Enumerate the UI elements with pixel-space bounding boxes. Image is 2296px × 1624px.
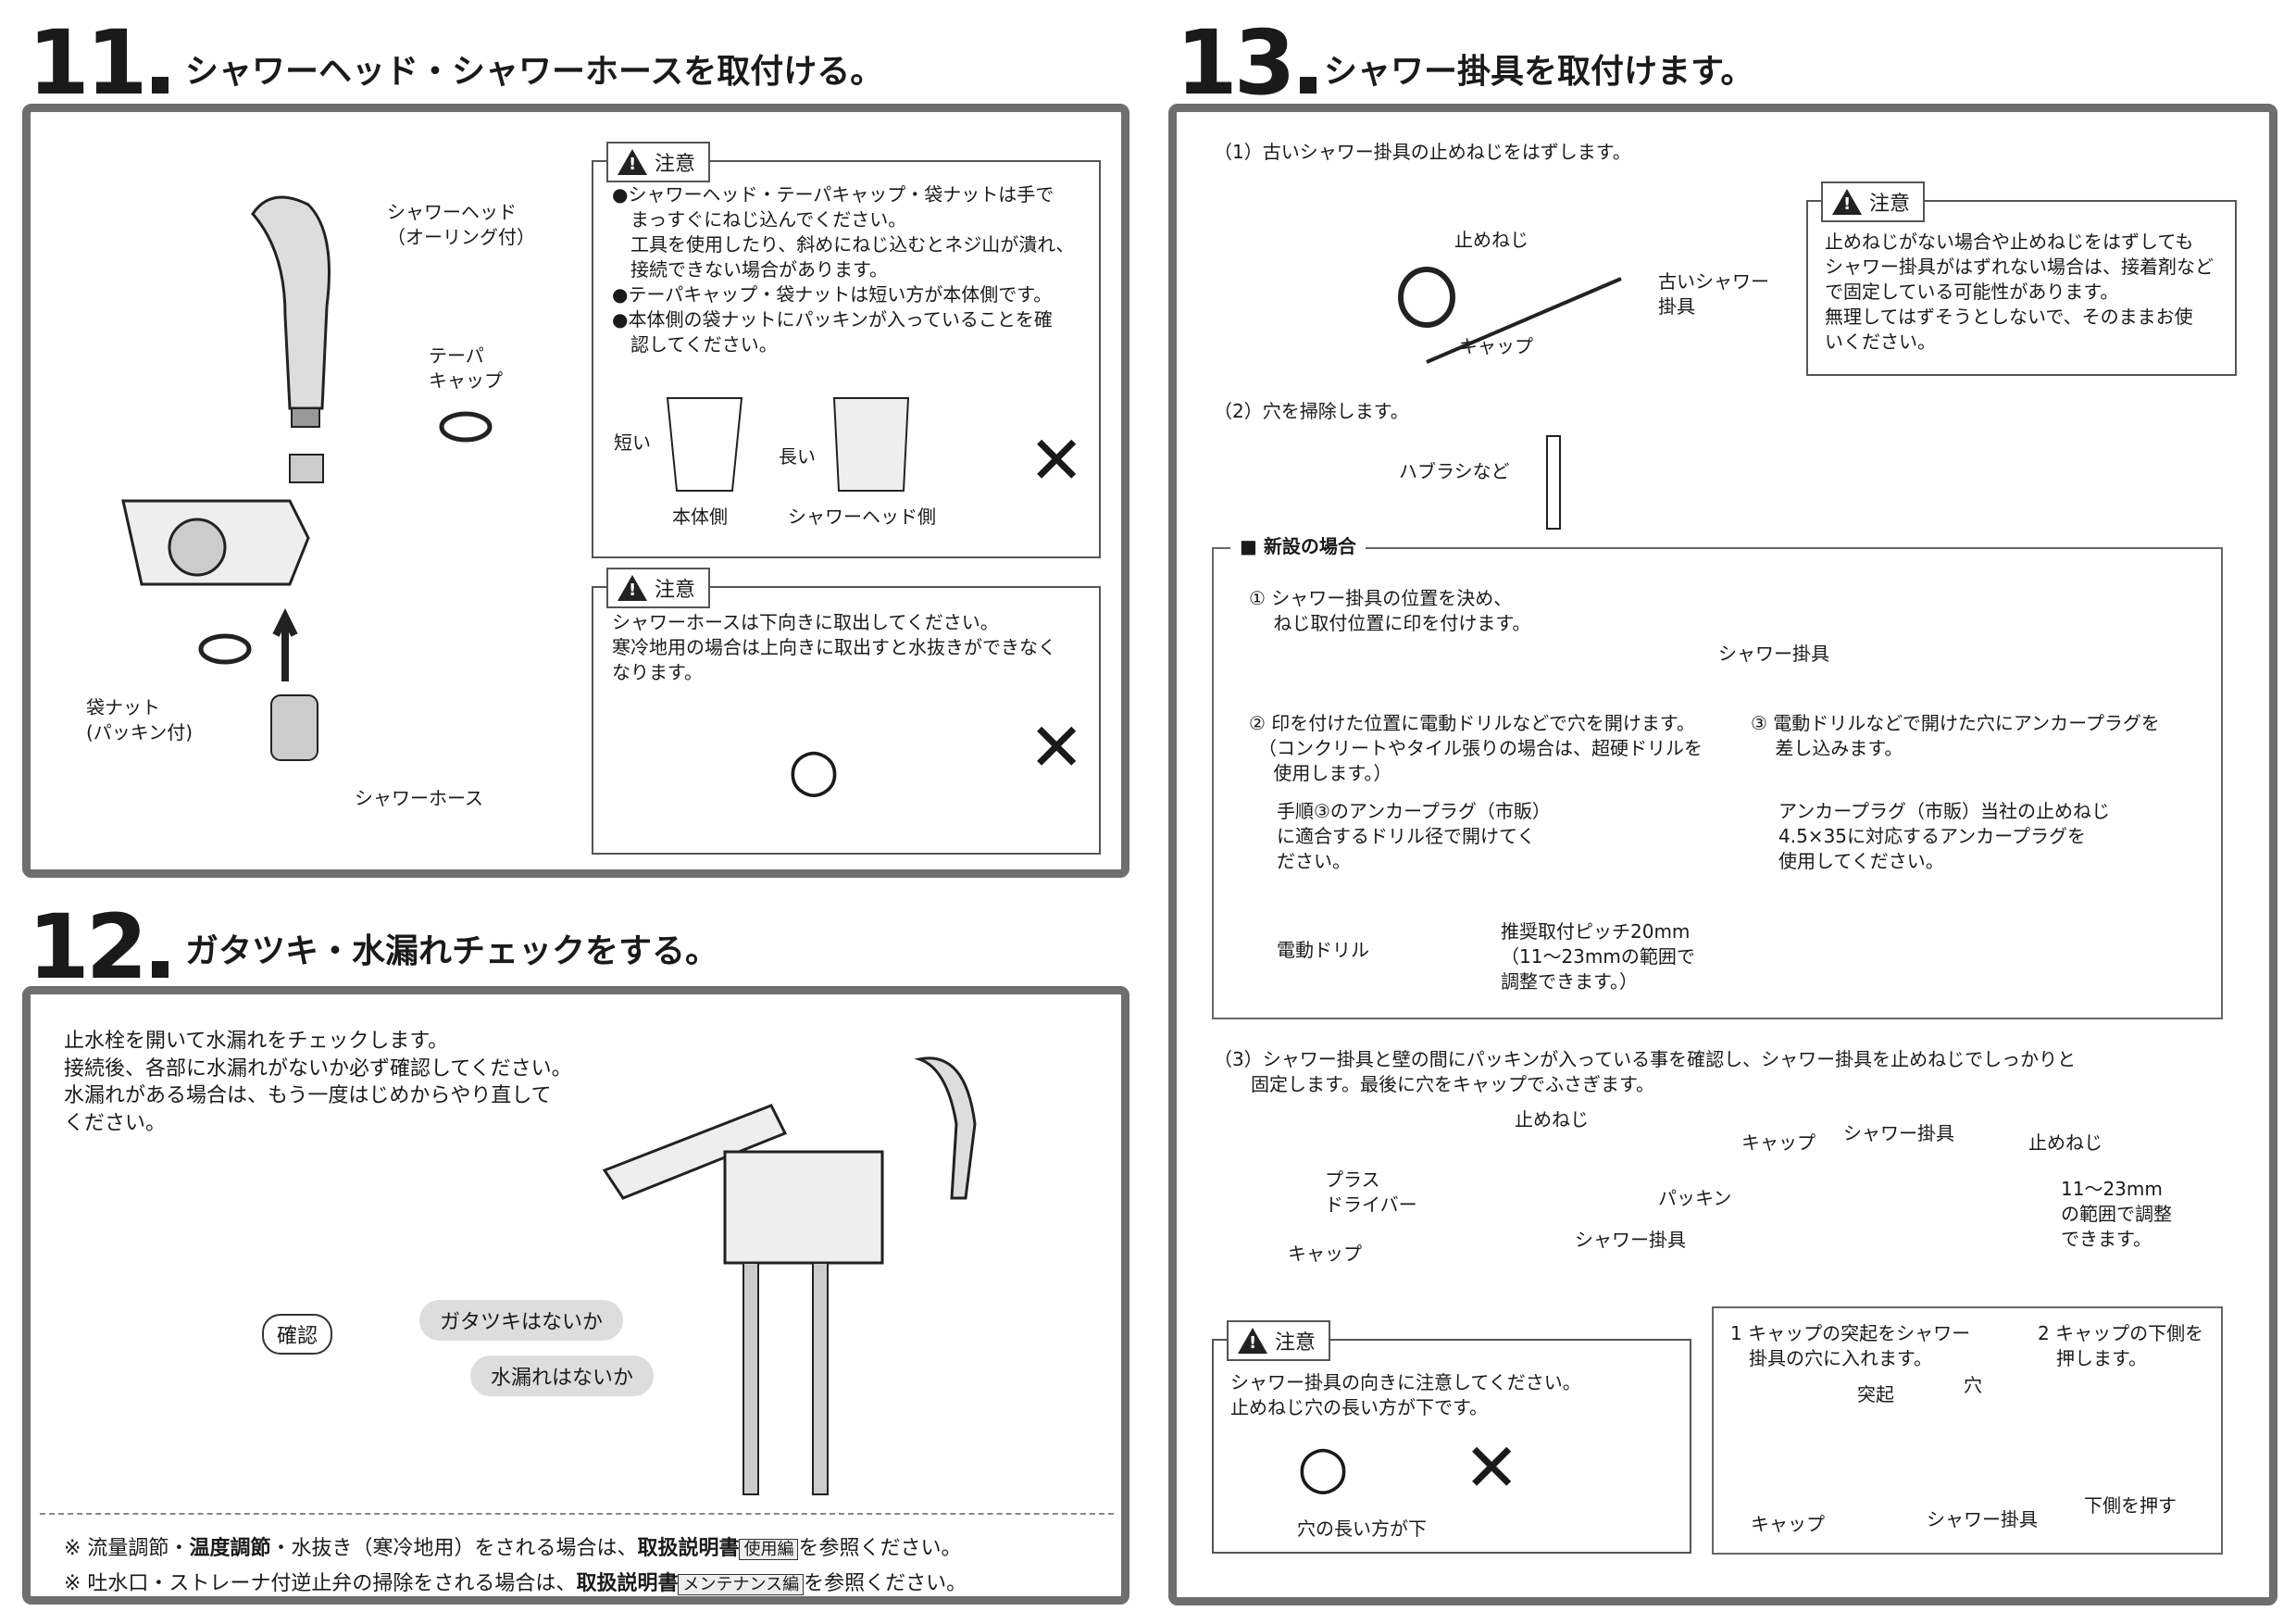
new-install-step-3: ③ 電動ドリルなどで開けた穴にアンカープラグを 差し込みます。: [1751, 712, 2160, 759]
mixing-faucet-illustration: [602, 1104, 884, 1495]
label-shower-hose: シャワーホース: [355, 787, 483, 809]
wobble-check-label: ガタツキはないか: [419, 1300, 624, 1341]
label-screw: 止めねじ: [1454, 229, 1529, 251]
new-install-step-1: ① シャワー掛具の位置を決め、 ねじ取付位置に印を付けます。: [1249, 587, 1531, 634]
label-shower-head: シャワーヘッド （オーリング付）: [387, 201, 535, 248]
caution-text: シャワー掛具の向きに注意してください。 止めねじ穴の長い方が下です。: [1230, 1371, 1581, 1418]
new-install-step-2: ② 印を付けた位置に電動ドリルなどで穴を開けます。 （コンクリートやタイル張りの…: [1249, 712, 1703, 784]
leak-check-label: 水漏れはないか: [470, 1355, 655, 1396]
note-flow-temp: ※ 流量調節・温度調節・水抜き（寒冷地用）をされる場合は、取扱説明書使用編を参照…: [64, 1537, 962, 1560]
label-protrusion: 突起: [1857, 1383, 1894, 1405]
screwdriver-illustration: [1398, 267, 1622, 364]
section-13-frame: （1）古いシャワー掛具の止めねじをはずします。 止めねじ 古いシャワー 掛具 キ…: [1168, 104, 2277, 1605]
rotate-arrow-icon: [198, 633, 252, 665]
label-holder-section: シャワー掛具: [1843, 1122, 1954, 1144]
divider: [40, 1513, 1114, 1515]
new-install-box: ■ 新設の場合 ① シャワー掛具の位置を決め、 ねじ取付位置に印を付けます。 シ…: [1212, 534, 2223, 1019]
label-holder: シャワー掛具: [1718, 643, 1829, 665]
caution-text: ●シャワーヘッド・テーパキャップ・袋ナットは手で まっすぐにねじ込んでください。…: [612, 183, 1075, 356]
ok-mark-icon: ○: [788, 736, 840, 805]
rotate-arrow-icon: [439, 411, 493, 443]
step-3-text: （3）シャワー掛具と壁の間にパッキンが入っている事を確認し、シャワー掛具を止めね…: [1214, 1048, 2077, 1095]
orientation-caption: 穴の長い方が下: [1297, 1518, 1427, 1540]
caution-box-old-holder: 注意 止めねじがない場合や止めねじをはずしても シャワー掛具がはずれない場合は、…: [1806, 181, 2237, 376]
taper-cap-short-illustration: [666, 397, 743, 492]
warning-icon: [618, 149, 647, 175]
label-body-side: 本体側: [672, 506, 728, 528]
caution-tag: 注意: [606, 568, 711, 608]
leak-check-intro: 止水栓を開いて水漏れをチェックします。 接続後、各部に水漏れがないか必ず確認して…: [64, 1030, 572, 1136]
label-old-holder: 古いシャワー 掛具: [1658, 270, 1769, 318]
caution-box-hose-direction: 注意 シャワーホースは下向きに取出してください。 寒冷地用の場合は上向きに取出す…: [592, 568, 1101, 855]
faucet-body-illustration: [121, 499, 318, 761]
range-note: 11～23mm の範囲で調整 できます。: [2061, 1178, 2172, 1250]
label-push-bottom: 下側を押す: [2084, 1494, 2177, 1517]
cap-steps-box: 1 キャップの突起をシャワー 掛具の穴に入れます。 2 キャップの下側を 押しま…: [1712, 1306, 2223, 1555]
label-bag-nut: 袋ナット (パッキン付): [86, 696, 193, 743]
label-long: 長い: [779, 445, 816, 468]
section-12-frame: 止水栓を開いて水漏れをチェックします。 接続後、各部に水漏れがないか必ず確認して…: [22, 986, 1129, 1605]
shower-hose-illustration: [914, 1056, 977, 1200]
caution-text: 止めねじがない場合や止めねじをはずしても シャワー掛具がはずれない場合は、接着剤…: [1825, 231, 2214, 353]
label-holder-step: シャワー掛具: [1927, 1508, 2038, 1530]
step-1-text: （1）古いシャワー掛具の止めねじをはずします。: [1214, 141, 1631, 163]
section-11-frame: シャワーヘッド （オーリング付） テーパ キャップ 袋ナット (パッキン付) シ…: [22, 104, 1129, 878]
caution-text: シャワーホースは下向きに取出してください。 寒冷地用の場合は上向きに取出すと水抜…: [612, 611, 1056, 683]
anchor-plug-note: アンカープラグ（市販）当社の止めねじ 4.5×35に対応するアンカープラグを 使…: [1778, 800, 2110, 872]
section-11-number: 11: [28, 19, 168, 107]
section-13-number: 13: [1176, 19, 1316, 107]
warning-icon: [618, 575, 647, 601]
warning-icon: [1238, 1328, 1267, 1354]
section-13-title: シャワー掛具を取付けます。: [1324, 53, 1754, 91]
label-cap: キャップ: [1459, 335, 1533, 357]
label-short: 短い: [614, 431, 651, 454]
manual-maintenance-badge: メンテナンス編: [678, 1574, 805, 1595]
caution-tag: 注意: [1227, 1320, 1331, 1361]
cap-step-1: 1 キャップの突起をシャワー 掛具の穴に入れます。: [1730, 1322, 1971, 1369]
ng-mark-icon: ✕: [1029, 421, 1085, 499]
shower-head-illustration: [251, 195, 331, 483]
ng-mark-icon: ✕: [1464, 1429, 1520, 1506]
taper-cap-long-illustration: [832, 397, 910, 492]
label-cap-3: キャップ: [1288, 1243, 1362, 1265]
caution-box-taper: 注意 ●シャワーヘッド・テーパキャップ・袋ナットは手で まっすぐにねじ込んでくだ…: [592, 142, 1101, 558]
label-electric-drill: 電動ドリル: [1277, 939, 1369, 961]
caution-tag: 注意: [606, 142, 711, 182]
new-install-heading: ■ 新設の場合: [1230, 534, 1366, 559]
section-12-number: 12: [28, 903, 168, 992]
ok-mark-icon: ○: [1297, 1433, 1349, 1502]
label-cap-step: キャップ: [1751, 1513, 1825, 1535]
confirm-label: 確認: [262, 1314, 333, 1355]
label-packing: パッキン: [1658, 1187, 1732, 1209]
ng-mark-icon: ✕: [1029, 708, 1085, 786]
cap-step-2: 2 キャップの下側を 押します。: [2038, 1322, 2204, 1369]
label-screw-section: 止めねじ: [2028, 1131, 2103, 1154]
warning-icon: [1832, 189, 1862, 215]
label-plus-driver: プラス ドライバー: [1325, 1168, 1417, 1216]
toothbrush-icon: [1546, 435, 1561, 530]
mounting-pitch-note: 推奨取付ピッチ20mm （11～23mmの範囲で 調整できます。）: [1501, 920, 1695, 993]
caution-tag: 注意: [1821, 181, 1926, 222]
label-cap-section: キャップ: [1741, 1131, 1816, 1154]
label-holder-3: シャワー掛具: [1575, 1229, 1686, 1251]
note-cleaning: ※ 吐水口・ストレーナ付逆止弁の掃除をされる場合は、取扱説明書メンテナンス編を参…: [64, 1572, 967, 1595]
label-head-side: シャワーヘッド側: [788, 506, 936, 528]
section-11-title: シャワーヘッド・シャワーホースを取付ける。: [185, 53, 884, 91]
manual-usage-badge: 使用編: [739, 1539, 799, 1560]
label-taper-cap: テーパ キャップ: [429, 344, 503, 392]
section-12-title: ガタツキ・水漏れチェックをする。: [185, 932, 719, 970]
step-2-text: （2）穴を掃除します。: [1214, 400, 1409, 422]
label-screw-3: 止めねじ: [1515, 1108, 1589, 1131]
label-hole: 穴: [1964, 1374, 1982, 1396]
drill-diameter-note: 手順③のアンカープラグ（市販） に適合するドリル径で開けてく ださい。: [1277, 800, 1551, 872]
label-toothbrush: ハブラシなど: [1399, 460, 1510, 482]
caution-box-orientation: 注意 シャワー掛具の向きに注意してください。 止めねじ穴の長い方が下です。 ○ …: [1212, 1320, 1691, 1554]
